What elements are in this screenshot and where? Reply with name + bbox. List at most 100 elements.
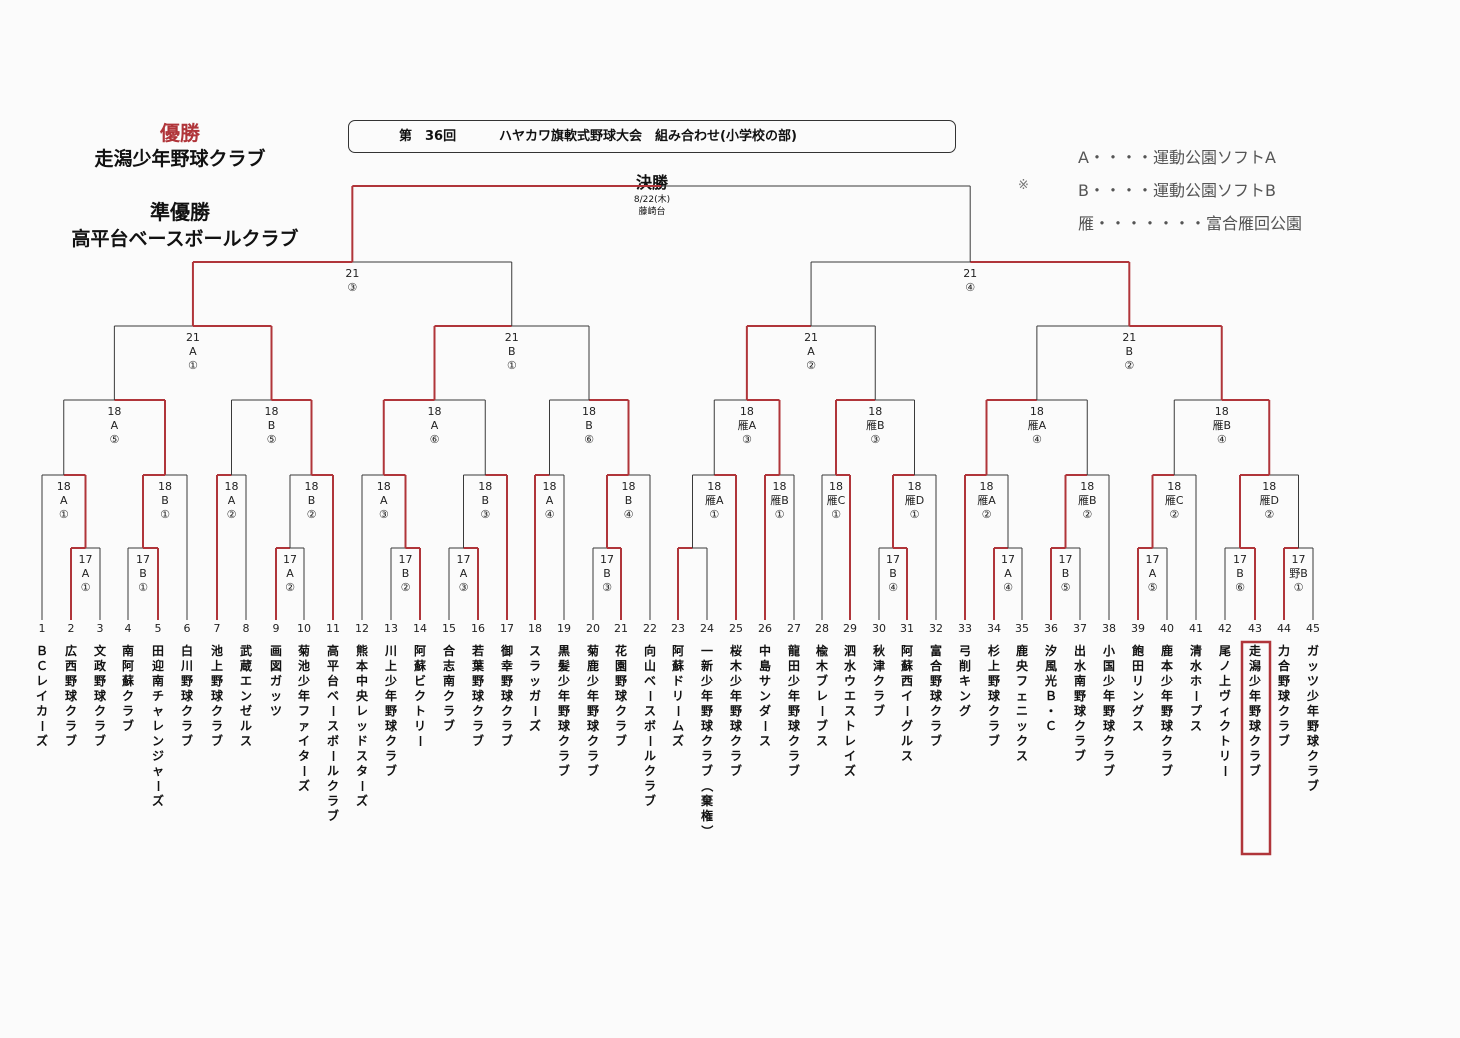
team-name-char: ブ [1074,748,1086,763]
team-name-char: 上 [1219,673,1231,688]
match-label: 雁C [1165,494,1184,507]
team-name-char: 水 [1074,658,1087,673]
team-name-char: 菊 [297,643,310,658]
team-name-char: ヴ [1219,688,1231,703]
team-number: 17 [500,622,514,635]
team-number: 6 [184,622,191,635]
team-name-char: 葉 [471,658,485,673]
match-label: 雁A [705,494,724,507]
match-label: ① [507,359,517,372]
team-name-char: 弓 [959,644,971,658]
team-name-char: 南 [122,643,134,658]
team-name-char: ス [356,749,368,763]
team-name-char: ラ [1278,719,1290,733]
team-name-char: タ [356,764,368,778]
team-name-char: 野 [385,704,397,718]
team-name-char: 野 [472,674,484,688]
match-label: 18 [377,480,391,493]
legend-item-a: A・・・・運動公園ソフトA [1078,148,1276,167]
team-name-char: 園 [615,659,627,673]
team-name-char: 野 [94,674,106,688]
match-label: 21 [1122,331,1136,344]
team-number: 8 [243,622,250,635]
team-name-char: 球 [558,718,571,733]
team-name-char: ラ [94,719,106,733]
team-name-char: 鹿 [1016,643,1028,658]
team-name-char: ツ [1307,674,1319,688]
match-label: B [402,567,410,580]
team-number: 42 [1218,622,1232,635]
team-name-char: 汐 [1045,643,1057,658]
champion-name: 走潟少年野球クラブ [94,148,266,170]
match-label: 18 [980,480,994,493]
team-number: 29 [843,622,857,635]
team-name-char: 年 [385,688,397,703]
match-label: ④ [888,581,898,594]
match-label: 17 [399,553,413,566]
match-label: ⑥ [584,433,594,446]
team-name-char: ー [758,720,772,732]
team-name-char: 球 [1278,688,1291,703]
team-name-char: 尾 [1219,644,1231,658]
team-name-char: フ [1016,674,1028,688]
team-name-char: ー [900,705,914,717]
team-name-char: ） [700,825,715,837]
runner-up-label: 準優勝 [150,200,210,224]
runner-up-name: 高平台ベースボールクラブ [71,228,299,250]
match-label: A [546,494,554,507]
match-label: ② [806,359,816,372]
match-label: ② [1082,508,1092,521]
match-label: B [1236,567,1244,580]
team-name-char: リ [414,719,426,733]
team-name-char: 力 [1278,643,1290,658]
team-name-char: ズ [152,793,164,808]
team-name-char: ッ [356,719,368,733]
match-label: 18 [57,480,71,493]
team-name-char: ク [730,734,742,748]
team-name-char: ボ [644,718,656,733]
team-name-char: ク [587,734,599,748]
team-name-char: 合 [1278,658,1291,673]
match-label: 18 [1262,480,1276,493]
team-name-char: ブ [1161,763,1173,778]
team-name-char: ラ [788,749,800,763]
team-number: 27 [787,622,801,635]
team-name-char: 熊 [356,643,368,658]
team-name-char: 球 [65,688,78,703]
team-name-char: ブ [94,733,106,748]
team-name-char: ボ [327,733,339,748]
match-label: 21 [804,331,818,344]
match-label: ⑤ [1148,581,1158,594]
team-name-char: イ [901,689,913,703]
match-label: A [1149,567,1157,580]
team-name-char: 球 [181,688,194,703]
match-label: ③ [347,281,357,294]
team-name-char: 蔵 [240,658,252,673]
team-name-char: 年 [1103,688,1115,703]
team-name-char: ャ [152,704,164,718]
match-label: 雁D [905,494,924,507]
team-number: 18 [528,622,542,635]
team-number: 9 [273,622,280,635]
team-number: 15 [442,622,456,635]
team-name-char: 野 [501,674,513,688]
team-number: 40 [1160,622,1174,635]
team-number: 14 [413,622,427,635]
match-label: ① [709,508,719,521]
match-label: ③ [379,508,389,521]
team-name-char: ス [1016,749,1028,763]
team-name-char: ー [151,780,165,792]
match-label: B [268,419,276,432]
team-name-char: 球 [730,718,743,733]
team-name-char: ブ [1103,763,1115,778]
match-label: 18 [1167,480,1181,493]
team-name-char: 山 [644,658,656,673]
match-label: 雁A [738,419,757,432]
team-number: 43 [1248,622,1262,635]
final-venue: 藤崎台 [638,207,666,217]
team-name-char: ブ [327,808,339,823]
team-name-char: ク [501,704,513,718]
team-name-char: ッ [270,689,282,703]
team-number: 33 [958,622,972,635]
team-name-char: ス [644,704,656,718]
